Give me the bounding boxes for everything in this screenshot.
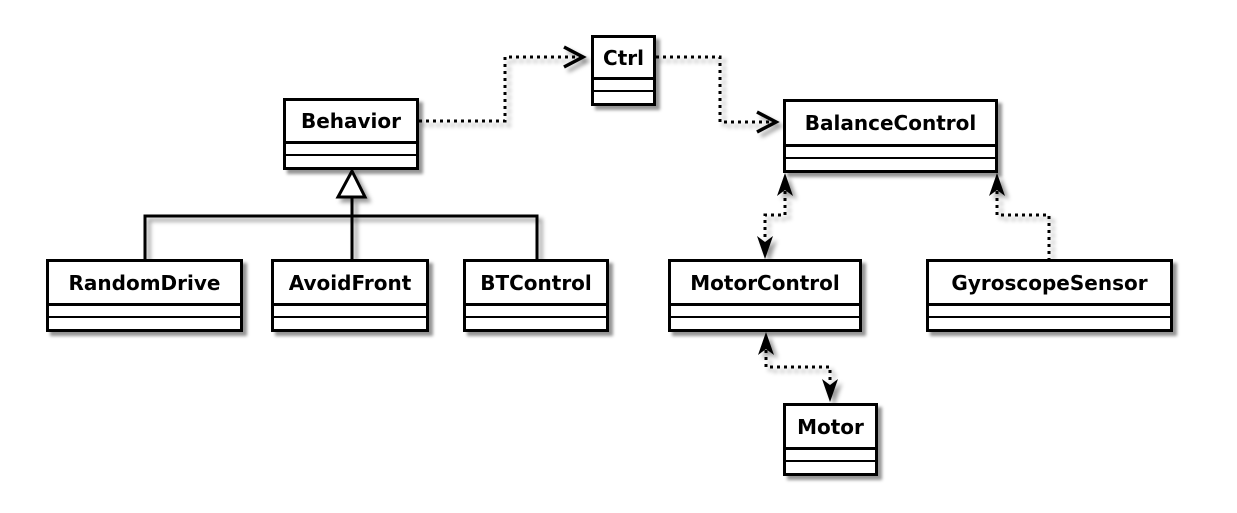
class-randomdrive-attributes-compartment xyxy=(49,303,240,316)
class-btcontrol-attributes-compartment xyxy=(466,303,606,316)
class-behavior-name: Behavior xyxy=(300,109,402,133)
class-ctrl: Ctrl xyxy=(591,35,656,106)
class-motor-attributes-compartment xyxy=(786,447,875,460)
class-btcontrol-methods-compartment xyxy=(466,316,606,329)
filled-arrowhead-down-into-motor xyxy=(822,379,838,402)
class-btcontrol-name: BTControl xyxy=(480,270,592,295)
filled-arrowhead-down-into-motorcontrol xyxy=(757,236,773,259)
generalization-bus-line xyxy=(143,214,539,259)
dependency-gyroscopesensor-to-balancecontrol-line xyxy=(995,191,1051,259)
class-randomdrive-methods-compartment xyxy=(49,316,240,329)
class-motor-name: Motor xyxy=(797,414,864,439)
class-btcontrol: BTControl xyxy=(463,259,609,332)
generalization-hollow-triangle xyxy=(335,167,368,199)
class-ctrl-attributes-compartment xyxy=(594,77,653,90)
class-motor-methods-compartment xyxy=(786,460,875,473)
class-avoidfront-attributes-compartment xyxy=(274,303,426,316)
class-behavior-methods-compartment xyxy=(286,154,416,167)
open-arrowhead-into-ctrl xyxy=(563,45,587,69)
class-balancecontrol-attributes-compartment xyxy=(786,144,995,157)
filled-arrowhead-up-into-balancecontrol-right xyxy=(989,173,1005,196)
class-balancecontrol: BalanceControl xyxy=(783,99,998,173)
class-randomdrive: RandomDrive xyxy=(46,259,243,332)
class-gyroscopesensor: GyroscopeSensor xyxy=(926,259,1173,332)
class-gyroscopesensor-attributes-compartment xyxy=(929,303,1170,316)
dependency-ctrl-to-balancecontrol-line xyxy=(656,55,773,124)
class-motorcontrol: MotorControl xyxy=(668,259,862,332)
class-avoidfront-name: AvoidFront xyxy=(288,270,412,295)
class-motorcontrol-name: MotorControl xyxy=(690,270,840,295)
class-motorcontrol-methods-compartment xyxy=(671,316,859,329)
dependency-balancecontrol-motorcontrol-line xyxy=(763,191,787,240)
filled-arrowhead-up-into-balancecontrol-left xyxy=(777,173,793,196)
class-balancecontrol-methods-compartment xyxy=(786,157,995,170)
filled-arrowhead-up-into-motorcontrol xyxy=(758,332,774,355)
class-behavior-attributes-compartment xyxy=(286,141,416,154)
dependency-motorcontrol-motor-line xyxy=(764,350,832,384)
dependency-behavior-to-ctrl-line xyxy=(419,55,581,123)
class-ctrl-name: Ctrl xyxy=(603,45,644,70)
open-arrowhead-into-balancecontrol xyxy=(756,110,780,134)
class-randomdrive-name: RandomDrive xyxy=(68,270,221,295)
class-ctrl-methods-compartment xyxy=(594,90,653,103)
class-balancecontrol-name: BalanceControl xyxy=(804,111,977,135)
class-avoidfront: AvoidFront xyxy=(271,259,429,332)
class-gyroscopesensor-methods-compartment xyxy=(929,316,1170,329)
class-behavior: Behavior xyxy=(283,98,419,170)
class-motorcontrol-attributes-compartment xyxy=(671,303,859,316)
class-gyroscopesensor-name: GyroscopeSensor xyxy=(951,270,1148,295)
class-motor: Motor xyxy=(783,403,878,476)
class-avoidfront-methods-compartment xyxy=(274,316,426,329)
